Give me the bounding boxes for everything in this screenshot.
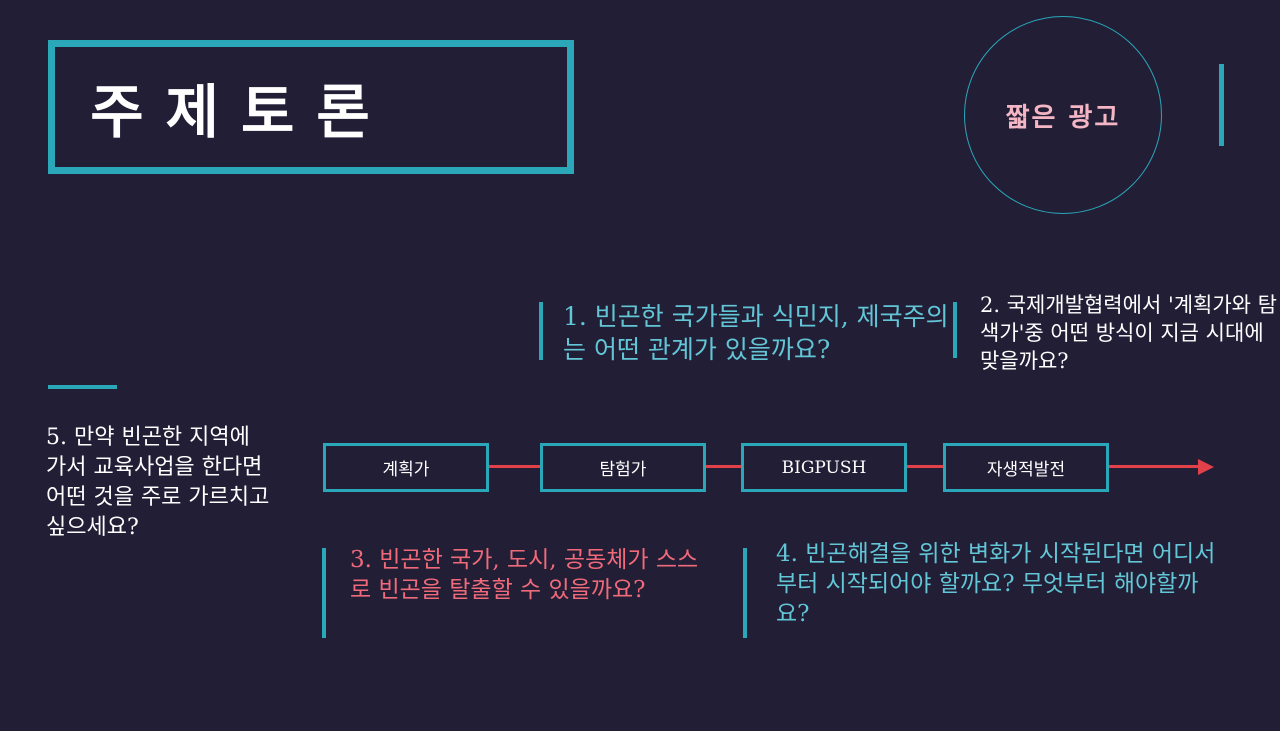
left-accent-dash: [48, 385, 117, 389]
question-1: 1. 빈곤한 국가들과 식민지, 제국주의는 어떤 관계가 있을까요?: [563, 302, 949, 364]
ad-circle[interactable]: 짧은 광고: [964, 16, 1162, 214]
question-3: 3. 빈곤한 국가, 도시, 공동체가 스스로 빈곤을 탈출할 수 있을까요?: [350, 547, 699, 603]
flow-arrow-head: [1198, 459, 1214, 475]
question-1-bar: [539, 302, 543, 360]
flow-step-planner[interactable]: 계획가: [323, 443, 489, 492]
page-title: 주제토론: [90, 78, 392, 146]
question-4-bar: [743, 548, 747, 638]
question-2-bar: [953, 302, 957, 358]
flow-step-bigpush[interactable]: BIGPUSH: [741, 443, 907, 492]
right-accent-bar: [1219, 64, 1224, 146]
question-3-bar: [322, 548, 326, 638]
question-2: 2. 국제개발협력에서 '계획가와 탐색가'중 어떤 방식이 지금 시대에 맞을…: [980, 293, 1277, 373]
question-5: 5. 만약 빈곤한 지역에 가서 교육사업을 한다면 어떤 것을 주로 가르치고…: [46, 425, 270, 541]
title-box: 주제토론: [48, 40, 574, 174]
ad-label: 짧은 광고: [1005, 102, 1121, 133]
flow-step-self-development[interactable]: 자생적발전: [943, 443, 1109, 492]
flow-step-explorer[interactable]: 탐험가: [540, 443, 706, 492]
question-4: 4. 빈곤해결을 위한 변화가 시작된다면 어디서 부터 시작되어야 할까요? …: [776, 541, 1216, 627]
